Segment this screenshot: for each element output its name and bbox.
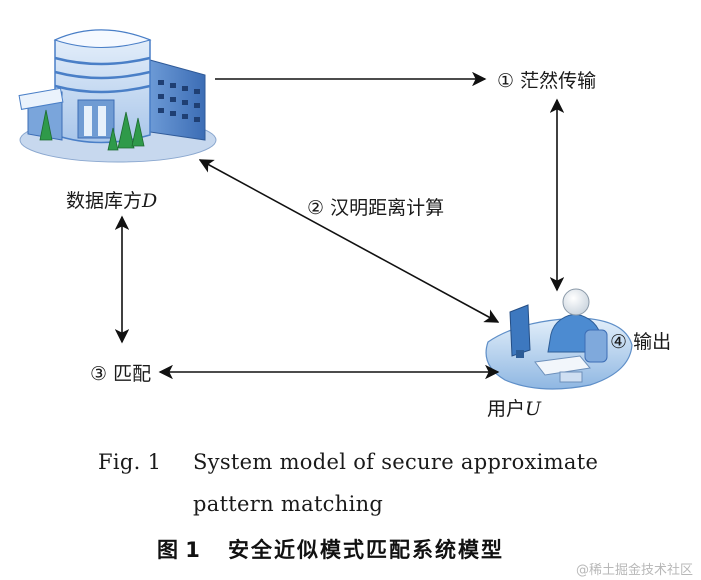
step1-label: ① 茫然传输 [497, 70, 597, 92]
caption-zh-fig: 图 1 [157, 538, 200, 562]
user-label: 用户U [487, 394, 541, 421]
database-var: D [142, 190, 158, 212]
watermark: @稀土掘金技术社区 [576, 563, 694, 578]
caption-en-line2: pattern matching [193, 492, 384, 516]
user-workstation-icon [485, 288, 633, 390]
user-var: U [525, 398, 542, 420]
database-label: 数据库方D [66, 186, 157, 213]
database-label-text: 数据库方 [66, 190, 143, 212]
caption-en-line1: System model of secure approximate [193, 450, 599, 474]
arrow-db-user-hamming [198, 159, 500, 323]
system-diagram [18, 29, 633, 390]
caption-en-fig: Fig. 1 [98, 450, 162, 474]
user-label-text: 用户 [487, 398, 526, 420]
step2-label: ② 汉明距离计算 [307, 197, 445, 219]
database-building-icon [18, 29, 217, 163]
caption-zh-title: 安全近似模式匹配系统模型 [228, 538, 504, 562]
step3-label: ③ 匹配 [90, 363, 152, 385]
step4-label: ④ 输出 [610, 331, 672, 353]
